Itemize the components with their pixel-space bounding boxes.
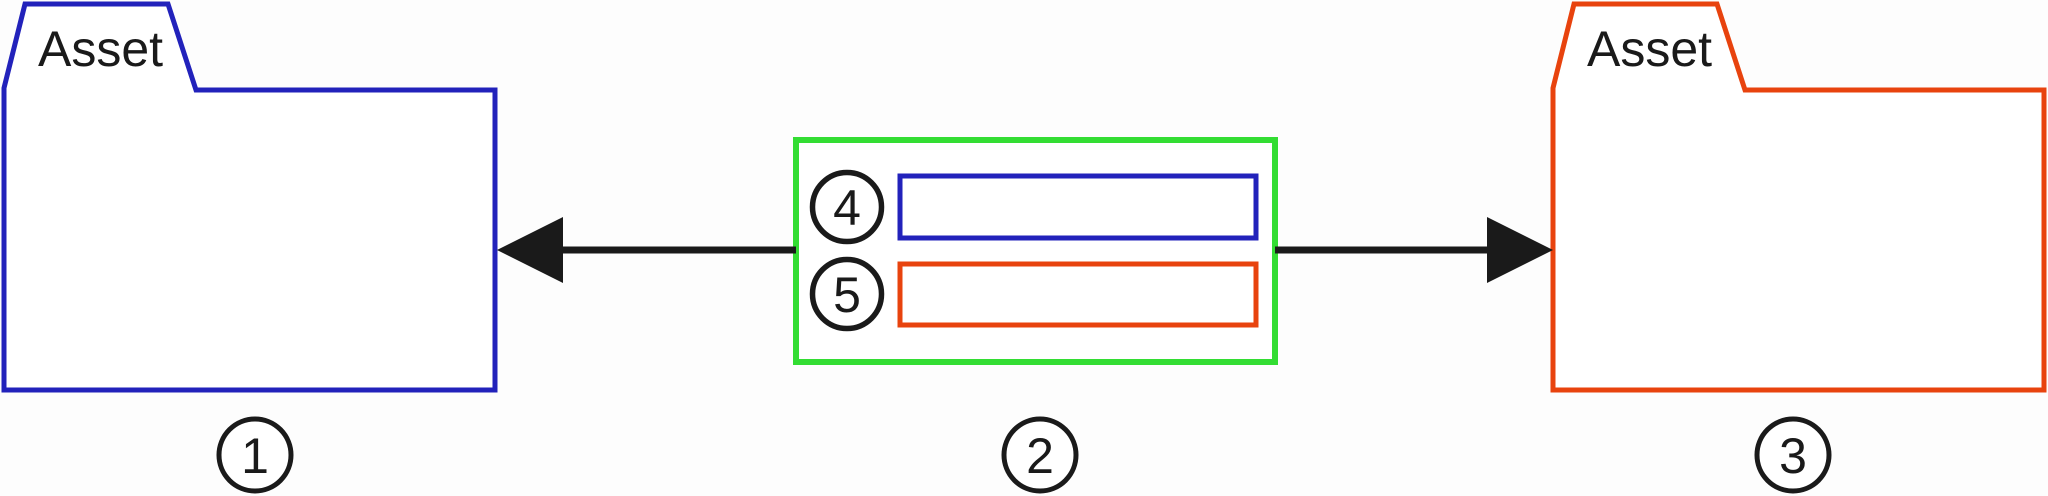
red-slot-rect (897, 261, 1259, 328)
source-folder: Asset (1, 1, 498, 393)
badge-circle-icon (809, 256, 885, 332)
blue-slot-rect (897, 173, 1259, 241)
badge-3: 3 (1779, 428, 1807, 484)
badge-circle-icon (1001, 416, 1079, 494)
mapping-box: 4 5 (793, 137, 1278, 365)
source-folder-title: Asset (38, 21, 163, 77)
arrow-left-icon (497, 217, 563, 283)
mapping-row-blue: 4 (809, 169, 1259, 245)
arrow-right-icon (1487, 217, 1553, 283)
arrow-right (1275, 217, 1553, 283)
badge-circle-icon (1754, 416, 1832, 494)
folder-icon (1, 1, 498, 393)
badge-circle-icon (216, 416, 294, 494)
target-folder-title: Asset (1587, 21, 1712, 77)
badge-5: 5 (833, 267, 861, 323)
badge-circle-icon (809, 169, 885, 245)
arrow-left (497, 217, 796, 283)
mapping-box-border (793, 137, 1278, 365)
badge-4: 4 (833, 180, 861, 236)
badge-1: 1 (241, 428, 269, 484)
badge-3-group: 3 (1754, 416, 1832, 494)
folder-icon (1550, 1, 2047, 393)
target-folder: Asset (1550, 1, 2047, 393)
badge-2: 2 (1026, 428, 1054, 484)
mapping-row-red: 5 (809, 256, 1259, 332)
badge-2-group: 2 (1001, 416, 1079, 494)
badge-1-group: 1 (216, 416, 294, 494)
